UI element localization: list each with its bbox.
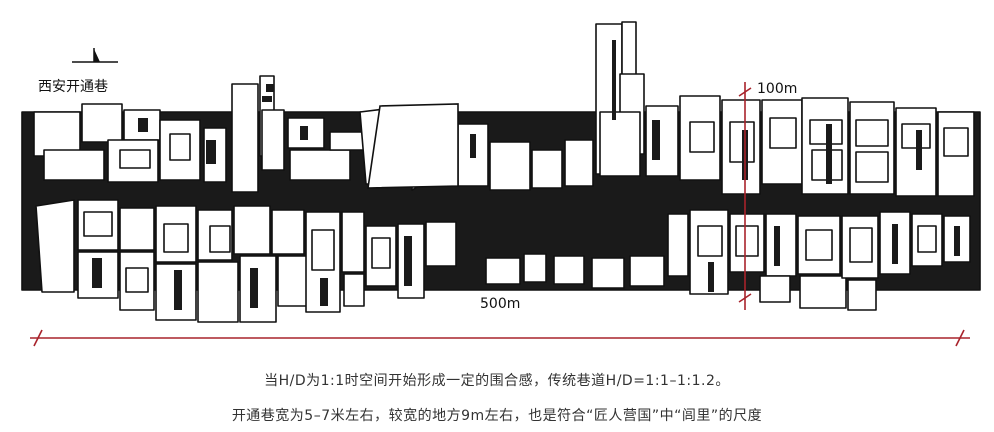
scale-horizontal-label: 500m — [480, 296, 520, 312]
scale-horizontal — [30, 329, 970, 347]
scale-vertical — [738, 82, 752, 310]
open-lot — [367, 103, 459, 189]
building-footprints — [21, 21, 981, 323]
alley-plan-diagram: 西安开通巷 — [21, 21, 981, 347]
scale-vertical-label: 100m — [757, 81, 797, 97]
caption-line-2: 开通巷宽为5–7米左右，较宽的地方9m左右，也是符合“匠人营国”中“闾里”的尺度 — [231, 408, 763, 424]
north-arrow-icon — [72, 48, 118, 63]
caption-line-1: 当H/D为1:1时空间开始形成一定的围合感，传统巷道H/D=1:1–1:1.2。 — [264, 373, 730, 389]
place-label: 西安开通巷 — [38, 79, 108, 95]
